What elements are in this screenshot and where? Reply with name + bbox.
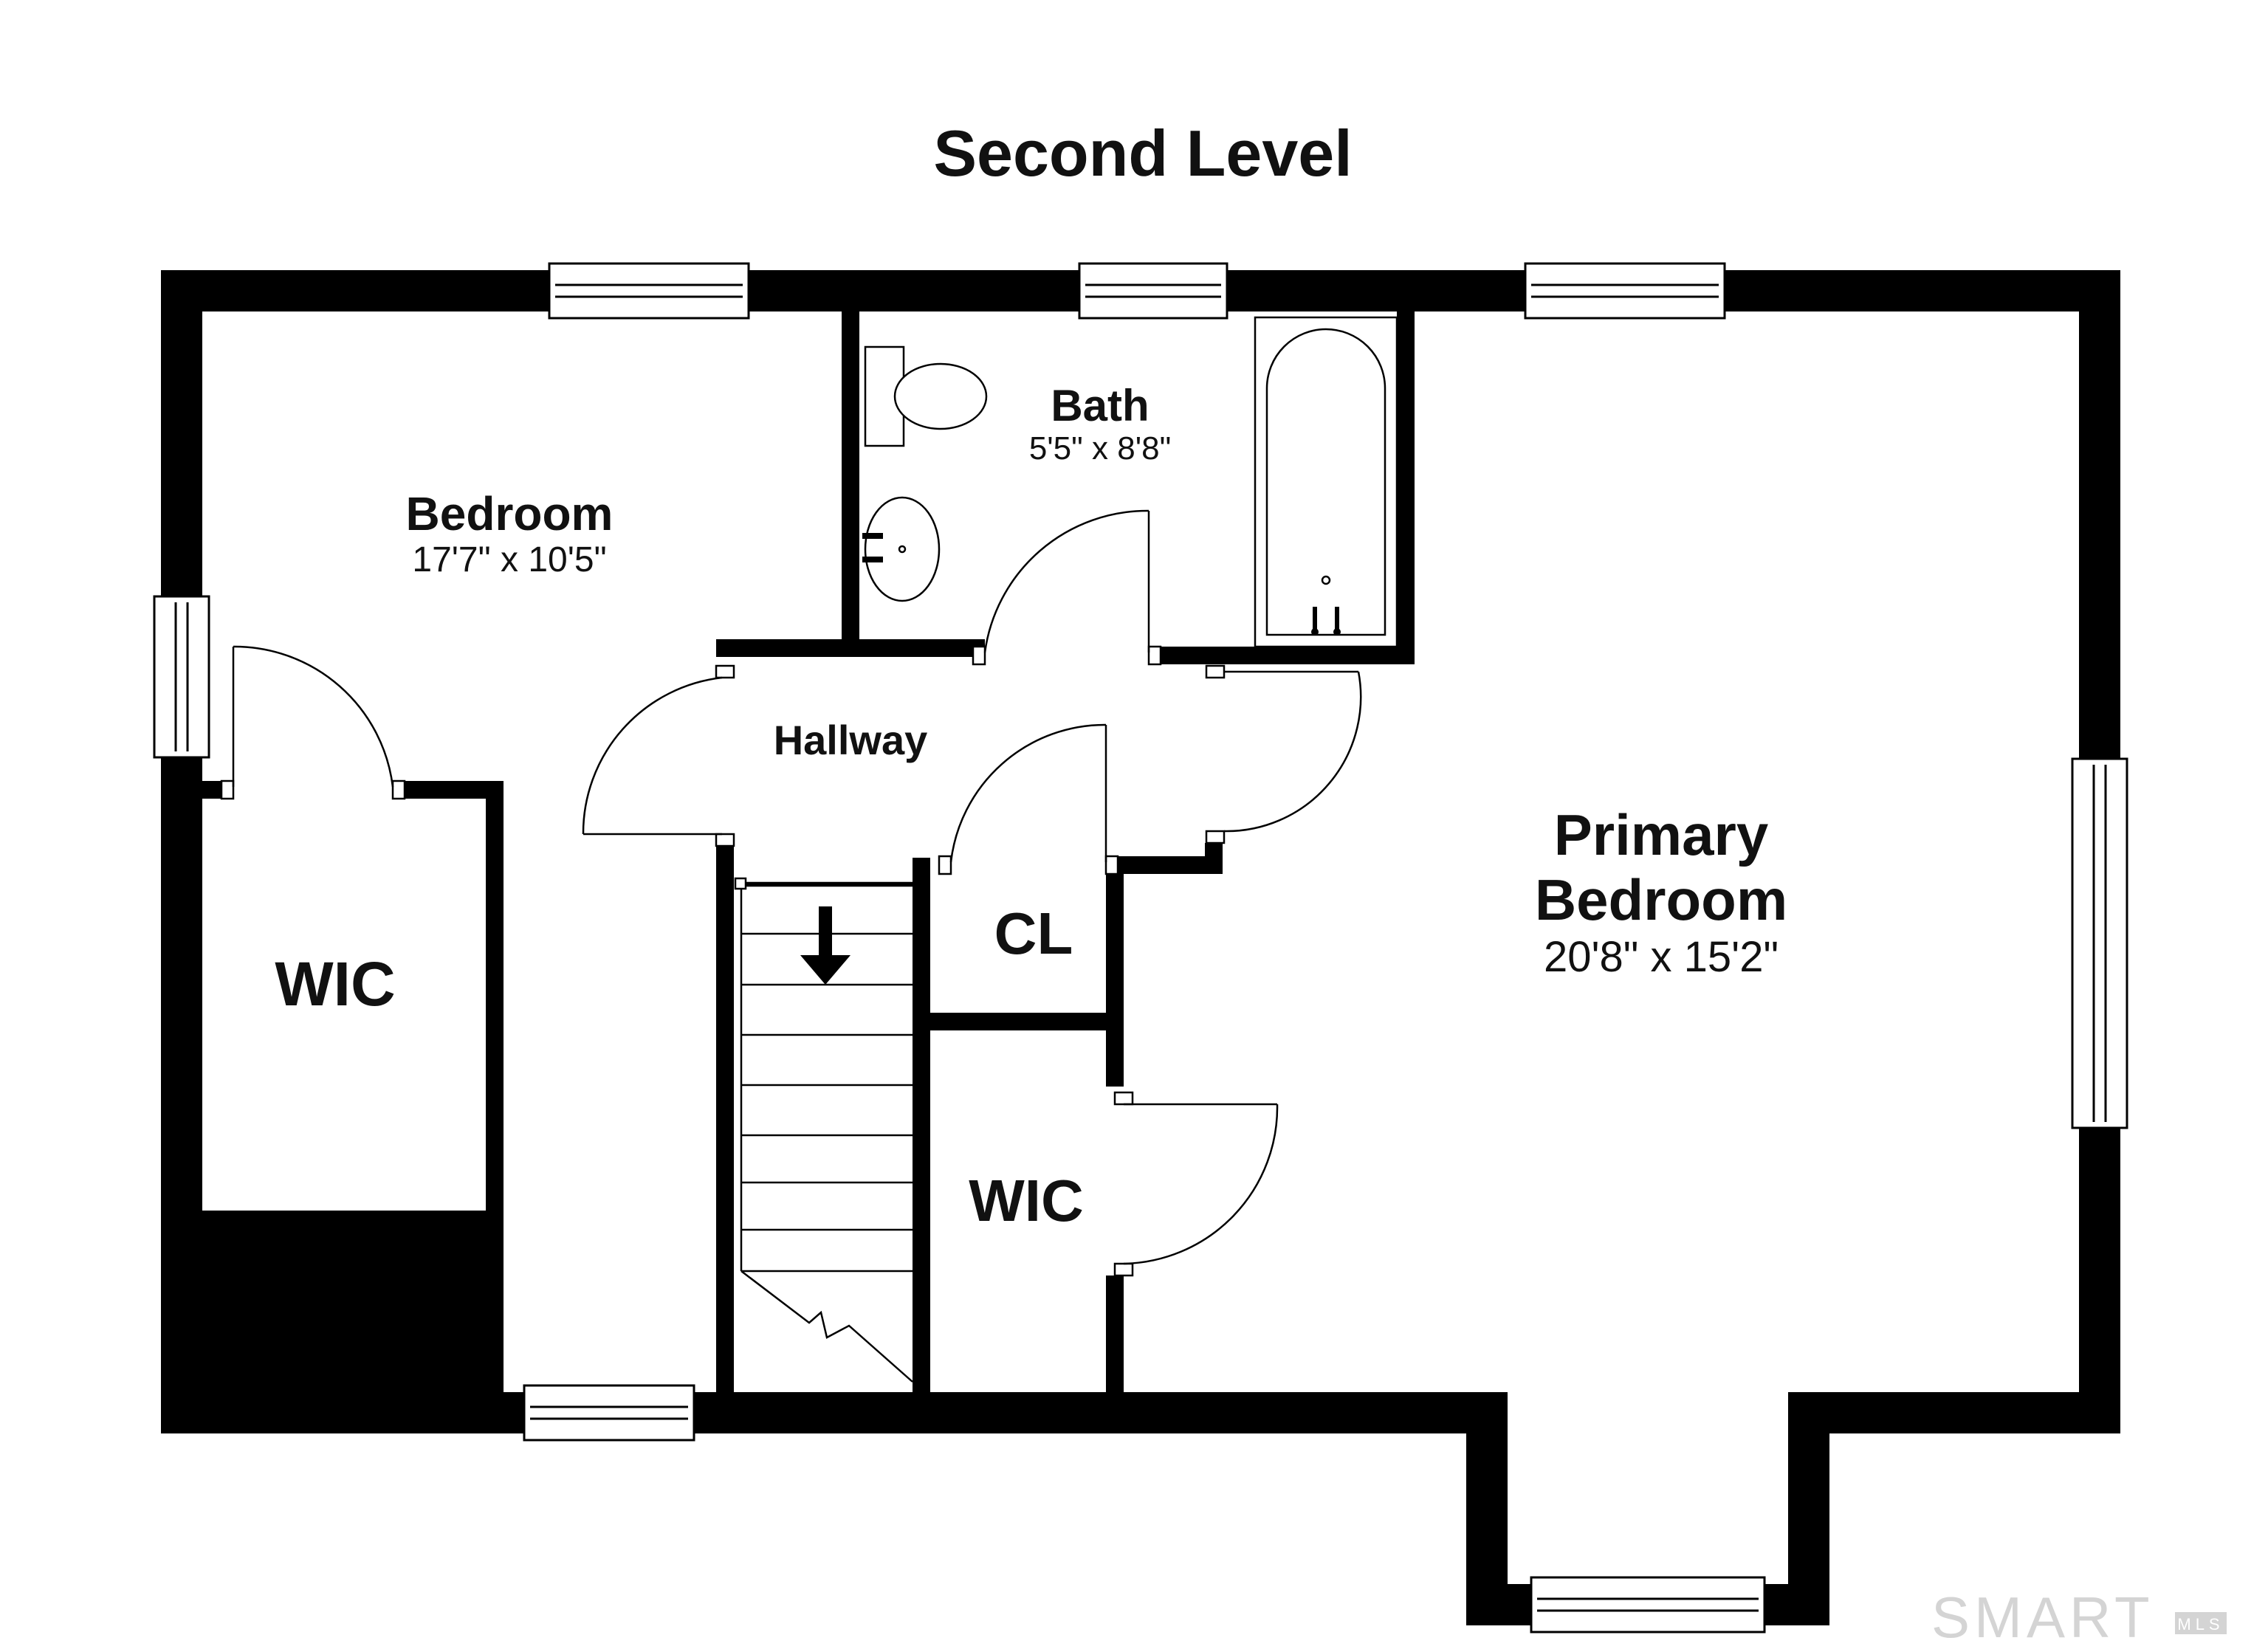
window-bedroom-north [548, 262, 750, 320]
room-dims-bath: 5'5" x 8'8" [1029, 430, 1171, 467]
wall-bath-primary [1397, 270, 1415, 664]
down-arrow-icon [800, 906, 850, 985]
watermark-brand: SMART [1931, 1585, 2154, 1649]
exterior-walls [161, 270, 2120, 1625]
wall-cl-jamb [1205, 843, 1223, 874]
room-label-bath: Bath [1051, 381, 1149, 430]
door-wic-left [220, 645, 406, 800]
window-bedroom-south [523, 1384, 695, 1442]
wall-bedroom-bath [842, 270, 859, 647]
wall-cl-wic [913, 1013, 1124, 1030]
windows [153, 262, 2128, 1633]
interior-walls [202, 270, 1415, 1402]
watermark-sub: MLS [2177, 1615, 2224, 1633]
solid-block [161, 1211, 504, 1432]
wall-stair-west [716, 846, 734, 1402]
door-closet [938, 723, 1119, 875]
wall-bath-south-b [859, 639, 985, 657]
window-primary-north [1524, 262, 1726, 320]
bath-fixtures [862, 316, 1398, 648]
room-label-wic-left: WIC [275, 949, 395, 1019]
wall-cl-east [1106, 865, 1124, 1087]
window-bath-north [1078, 262, 1228, 320]
toilet-icon [864, 345, 988, 447]
doors [220, 509, 1362, 1277]
sink-icon [862, 496, 941, 602]
wall-wic-left-east [486, 781, 504, 1216]
window-bedroom-west [153, 595, 210, 759]
plan-title: Second Level [933, 117, 1352, 190]
room-label-bedroom: Bedroom [406, 487, 614, 540]
window-bay-south [1530, 1576, 1766, 1633]
window-primary-east [2071, 757, 2128, 1129]
door-hallway-west [582, 664, 735, 847]
room-dims-bedroom: 17'7" x 10'5" [412, 540, 606, 579]
room-label-hallway: Hallway [774, 717, 928, 763]
room-label-wic-center: WIC [969, 1168, 1084, 1233]
room-label-closet: CL [994, 901, 1073, 966]
bathtub-icon [1254, 316, 1398, 648]
smart-mls-logo: SMART MLS [1931, 1585, 2227, 1649]
room-label-primary-line1: Primary [1554, 802, 1769, 867]
wall-cl-top [1106, 856, 1223, 874]
room-dims-primary: 20'8" x 15'2" [1544, 933, 1779, 981]
door-bath [972, 509, 1162, 666]
door-primary [1205, 664, 1362, 844]
room-label-primary-line2: Bedroom [1535, 867, 1787, 932]
door-wic-center [1113, 1091, 1279, 1277]
wall-stair-east [913, 858, 930, 1402]
south-wall-east [1788, 1392, 2120, 1433]
wall-wic-center-east [1106, 1276, 1124, 1402]
wall-bath-south-c [1149, 647, 1415, 664]
wall-bath-south-a [716, 639, 859, 657]
